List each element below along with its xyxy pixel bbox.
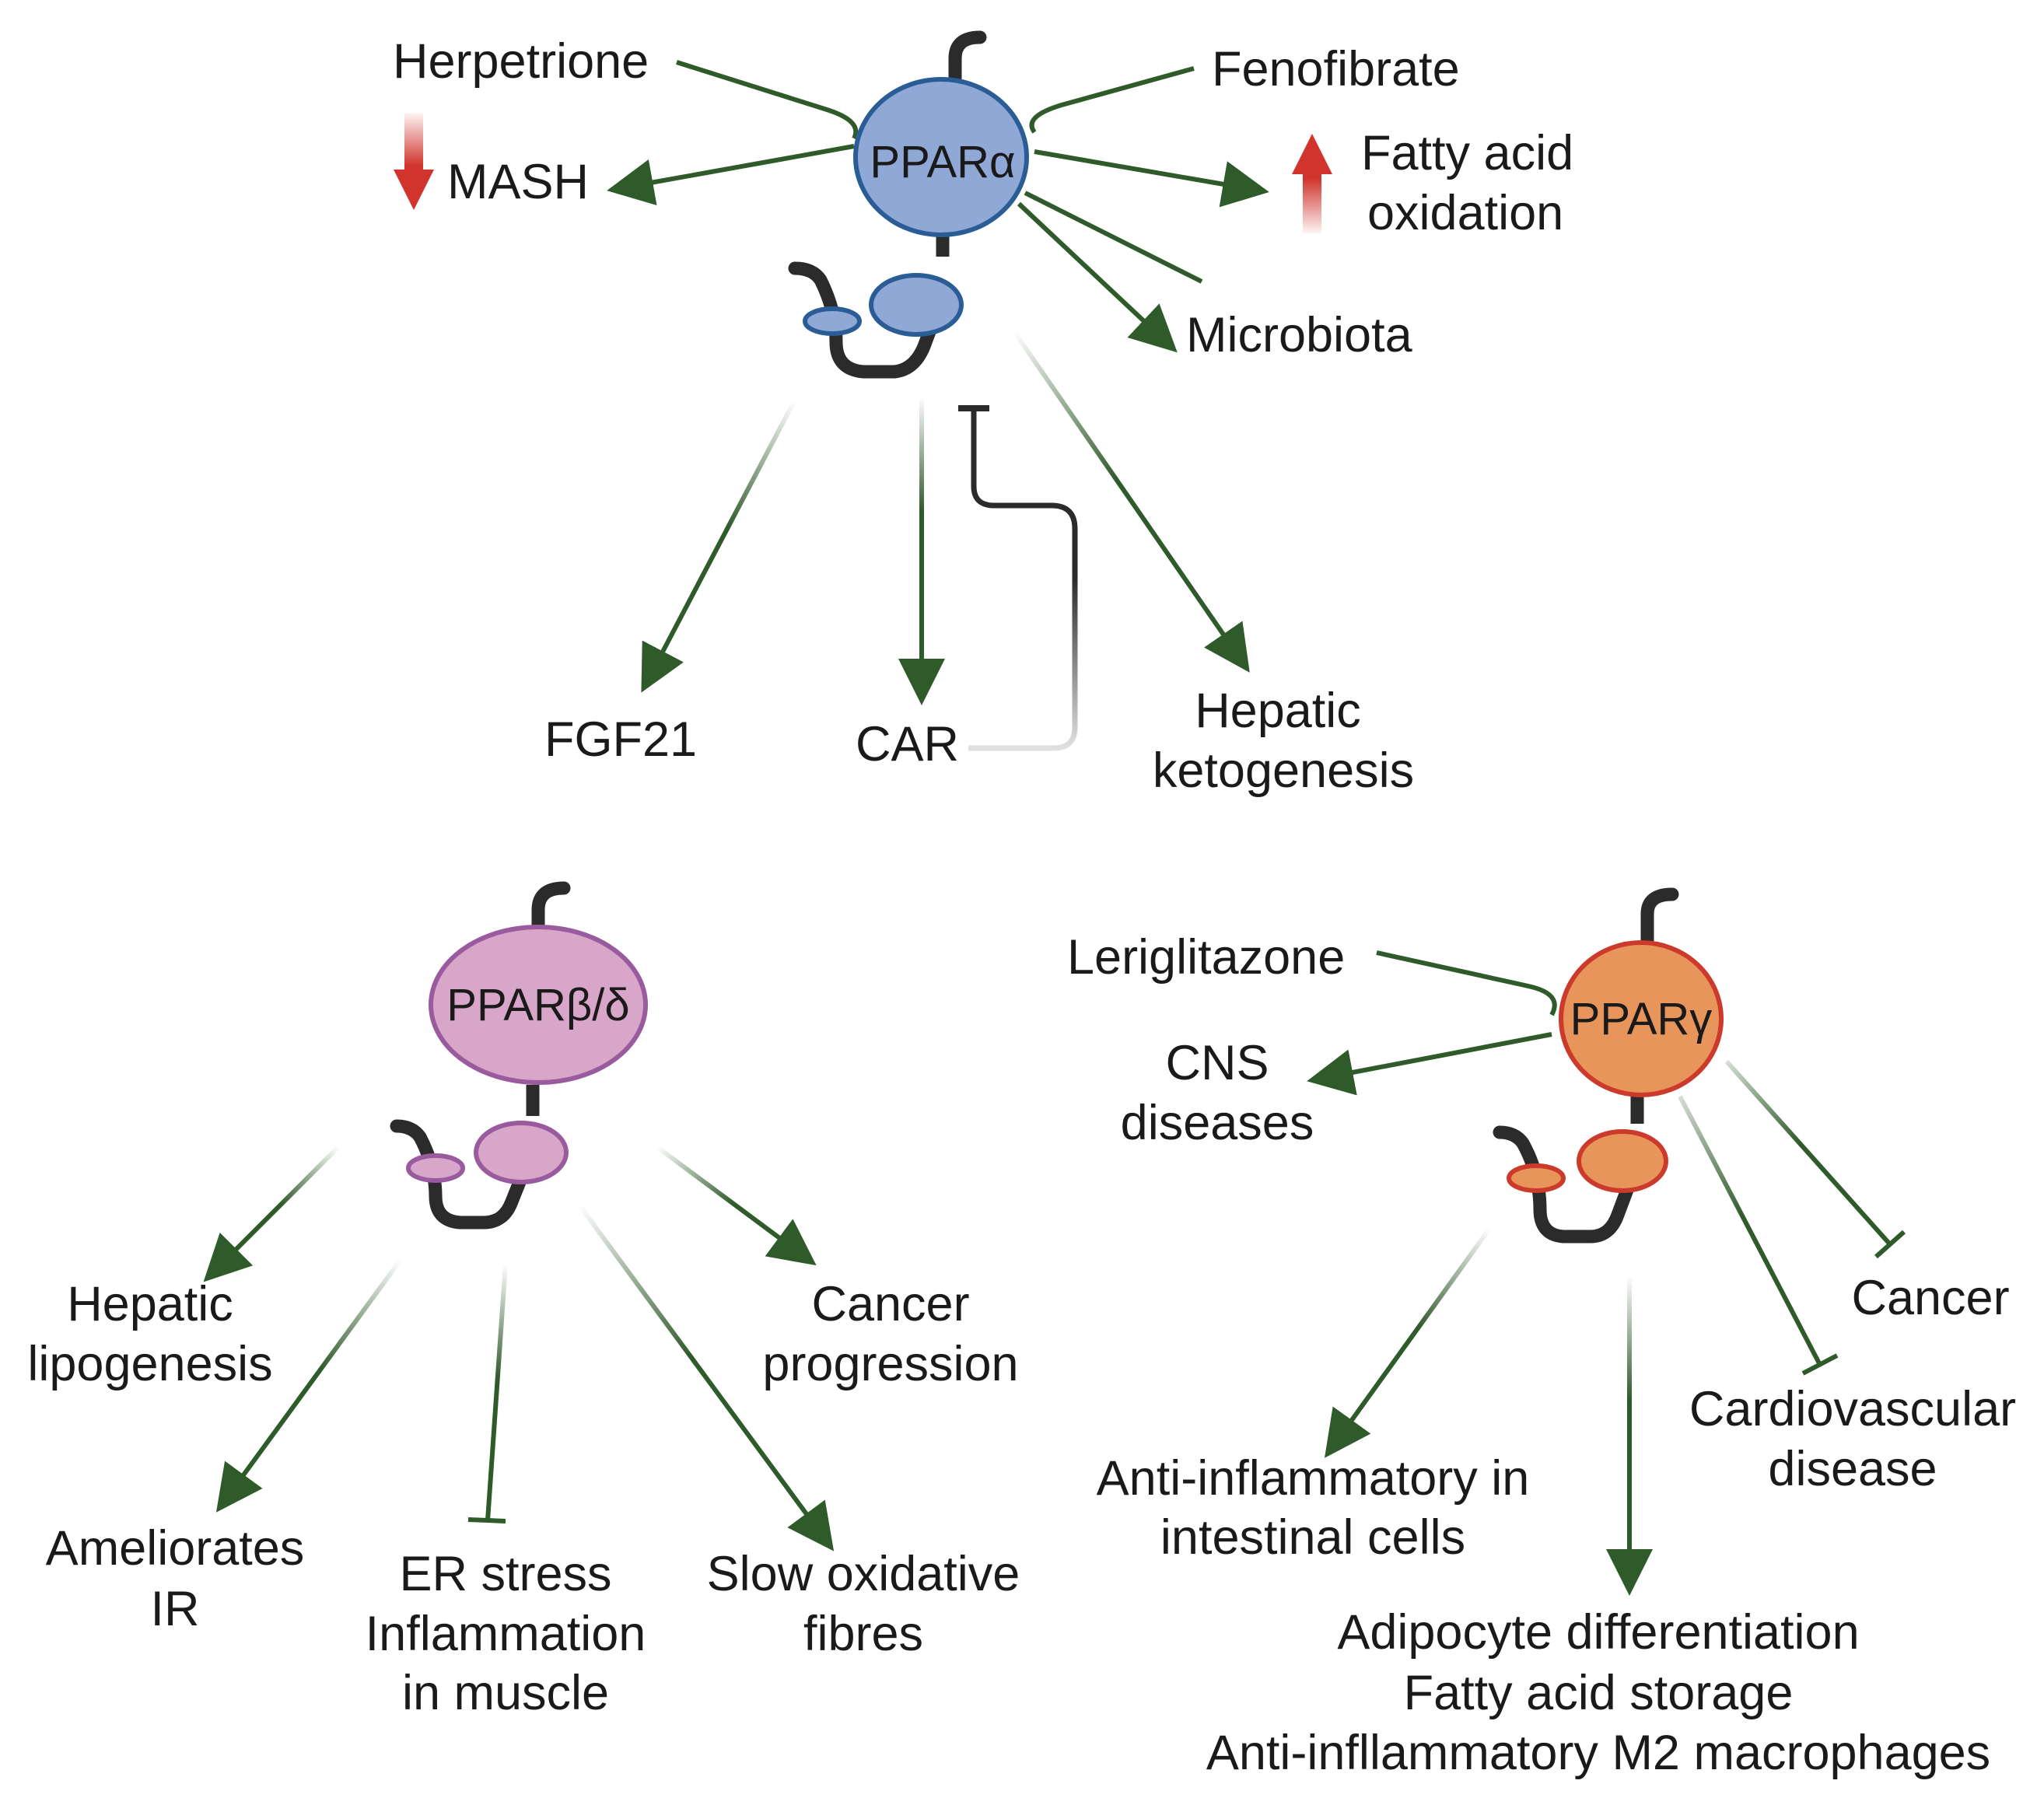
car-feedback-inhibition-line: [968, 408, 1078, 751]
cardiovascular-disease-label-line1: Cardiovascular: [1689, 1382, 2016, 1436]
ppar-gamma-label: PPARγ: [1570, 994, 1713, 1044]
cancer-progression-label-line1: Cancer: [811, 1277, 969, 1331]
arrow-to-hepatic-lipogenesis: [203, 1145, 341, 1282]
inhibition-bar-cardiovascular: [1801, 1353, 1839, 1376]
car-label: CAR: [856, 717, 959, 771]
arrow-to-ameliorates-ir: [215, 1258, 403, 1513]
slow-oxidative-fibres-label-line2: fibres: [803, 1607, 923, 1661]
arrow-to-slow-oxidative-fibres: [577, 1204, 835, 1551]
ppar-alpha-group: PPARα Herpetrione Fenofibrate MASH Fatty…: [393, 30, 1573, 798]
adipocyte-label-line2: Fatty acid storage: [1404, 1666, 1794, 1720]
fenofibrate-ligand-line: [1029, 66, 1195, 134]
leriglitazone-ligand-line: [1376, 950, 1557, 1016]
arrow-to-hepatic-ketogenesis: [1013, 331, 1250, 673]
microbiota-link-line: [1024, 191, 1203, 284]
ppar-gamma-group: PPARγ Leriglitazone CNS diseases Cancer …: [1067, 887, 2016, 1780]
arrow-to-cancer-progression: [656, 1145, 817, 1266]
er-stress-label-line2: Inflammation: [366, 1607, 646, 1661]
herpetrione-label: Herpetrione: [393, 34, 649, 89]
inhibition-to-cardiovascular-disease: [1678, 1095, 1822, 1366]
er-stress-label-line1: ER stress: [399, 1547, 611, 1601]
ameliorates-ir-label-line1: Ameliorates: [46, 1521, 305, 1576]
ameliorates-ir-label-line2: IR: [151, 1582, 200, 1636]
arrow-to-anti-inflammatory-intestinal: [1324, 1227, 1492, 1458]
inhibition-bar-cancer: [1874, 1230, 1906, 1259]
hepatic-ketogenesis-label-line2: ketogenesis: [1153, 743, 1414, 798]
arrow-to-microbiota: [1017, 201, 1178, 353]
ppar-beta-delta-group: PPARβ/δ Hepatic lipogenesis Ameliorates …: [27, 881, 1020, 1720]
arrow-to-fgf21: [641, 401, 796, 693]
ppar-beta-delta-receptor-icon: [390, 881, 648, 1230]
mash-label: MASH: [447, 155, 589, 209]
fgf21-label: FGF21: [544, 712, 697, 767]
cancer-label: Cancer: [1851, 1271, 2009, 1325]
anti-inflammatory-label-line1: Anti-inflammatory in: [1097, 1451, 1530, 1506]
adipocyte-label-line3: Anti-infllammatory M2 macrophages: [1206, 1726, 1990, 1780]
herpetrione-ligand-line: [676, 60, 859, 140]
inhibition-to-cancer: [1724, 1060, 1892, 1246]
cns-diseases-label-line2: diseases: [1121, 1096, 1314, 1150]
anti-inflammatory-label-line2: intestinal cells: [1160, 1510, 1465, 1565]
ppar-beta-delta-label: PPARβ/δ: [446, 980, 629, 1030]
red-up-arrow-icon: [1292, 134, 1332, 233]
er-stress-label-line3: in muscle: [402, 1666, 609, 1720]
adipocyte-label-line1: Adipocyte differentiation: [1337, 1605, 1859, 1660]
fatty-acid-oxidation-label-line1: Fatty acid: [1361, 126, 1573, 180]
inhibition-to-er-stress: [485, 1263, 508, 1521]
cardiovascular-disease-label-line2: disease: [1768, 1442, 1937, 1496]
arrow-to-fatty-acid-oxidation: [1034, 149, 1269, 208]
ppar-gamma-receptor-icon: [1493, 887, 1724, 1244]
hepatic-lipogenesis-label-line2: lipogenesis: [27, 1337, 272, 1391]
slow-oxidative-fibres-label-line1: Slow oxidative: [707, 1547, 1020, 1601]
ppar-alpha-receptor-icon: [788, 30, 1029, 379]
hepatic-ketogenesis-label-line1: Hepatic: [1195, 684, 1361, 738]
arrow-to-mash: [607, 144, 855, 206]
fatty-acid-oxidation-label-line2: oxidation: [1367, 186, 1563, 240]
cancer-progression-label-line2: progression: [762, 1337, 1018, 1391]
fenofibrate-label: Fenofibrate: [1212, 42, 1460, 96]
arrow-to-cns-diseases: [1307, 1032, 1552, 1096]
ppar-alpha-label: PPARα: [870, 137, 1015, 187]
leriglitazone-label: Leriglitazone: [1067, 930, 1345, 985]
cns-diseases-label-line1: CNS: [1165, 1036, 1269, 1090]
microbiota-label: Microbiota: [1186, 308, 1413, 362]
inhibition-bar-er-stress: [467, 1517, 506, 1523]
red-down-arrow-icon: [394, 113, 434, 210]
hepatic-lipogenesis-label-line1: Hepatic: [67, 1277, 233, 1331]
